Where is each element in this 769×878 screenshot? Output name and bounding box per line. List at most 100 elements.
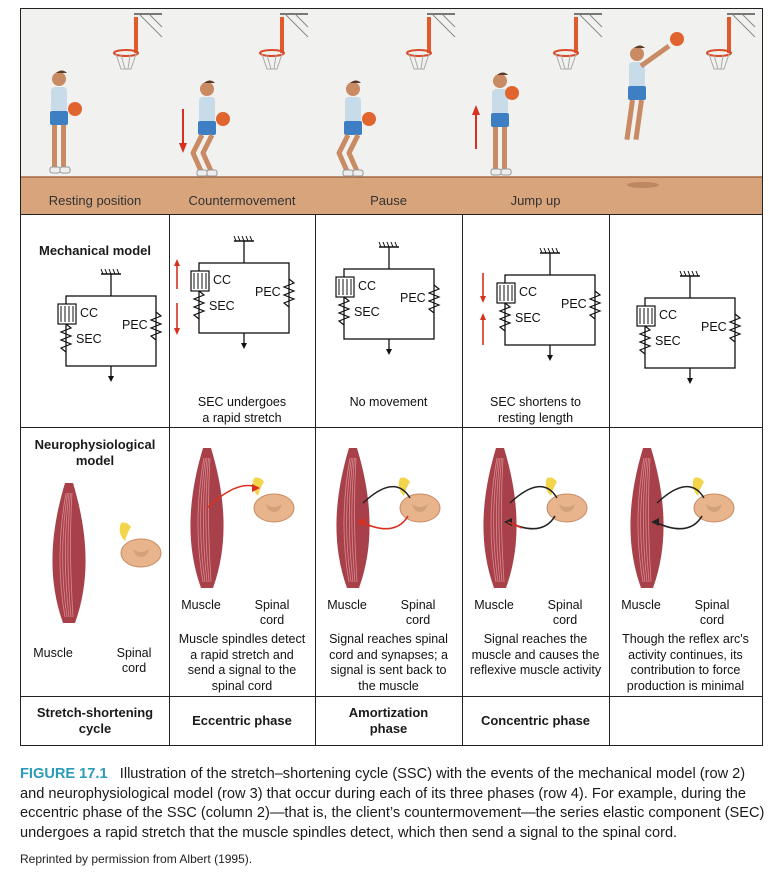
sec-label: SEC (209, 299, 235, 313)
muscle-illustration (483, 448, 517, 588)
neuro-model-svg (190, 448, 295, 588)
spinal-cord-label: Spinal cord (400, 598, 436, 627)
basketball-icon (505, 86, 519, 100)
mechanical-model-svg (480, 247, 602, 361)
pec-label: PEC (255, 285, 281, 299)
neuro-model-title: Neurophysiological model (34, 437, 156, 468)
scene-panel: Countermovement (169, 9, 315, 214)
neuro-model-svg (52, 483, 162, 623)
reflex-arc-arrow-icon (651, 485, 705, 530)
figure-caption: FIGURE 17.1 Illustration of the stretch–… (20, 765, 765, 843)
figure-number: FIGURE 17.1 (20, 766, 108, 782)
muscle-label: Muscle (181, 598, 221, 612)
spinal-cord-label: Spinal cord (254, 598, 290, 627)
spinal-cord-illustration (398, 477, 441, 523)
phase-label: Eccentric phase (192, 713, 292, 728)
pec-spring-icon (149, 311, 163, 341)
cc-label: CC (80, 306, 99, 320)
mechanical-model-svg (636, 270, 742, 384)
muscle-illustration (336, 448, 370, 588)
pec-label: PEC (122, 318, 148, 332)
basketball-player-figure (624, 43, 671, 141)
mechanical-model-svg (174, 235, 296, 349)
basketball-icon (670, 32, 684, 46)
pec-spring-icon (427, 284, 441, 314)
scene-panel (609, 9, 762, 214)
pec-label: PEC (561, 297, 587, 311)
phase-panel: Stretch-shortening cycle (21, 697, 169, 745)
mechanical-model-panel: CC SEC PEC SEC shortens to resting length (462, 215, 609, 427)
shorten-down-arrow-icon (480, 273, 486, 303)
mechanical-model-diagram (335, 241, 441, 355)
mechanical-model-svg (57, 268, 163, 382)
mechanical-description: SEC undergoes a rapid stretch (197, 395, 287, 425)
spinal-cord-label: Spinal cord (116, 646, 152, 675)
contractile-component-icon (496, 282, 516, 304)
muscle-label: Muscle (327, 598, 367, 612)
neuro-model-svg (483, 448, 588, 588)
cc-label: CC (213, 273, 232, 287)
stretch-up-arrow-icon (174, 259, 180, 289)
sec-spring-icon (59, 323, 73, 353)
phase-panel: Eccentric phase (169, 697, 315, 745)
cc-label: CC (519, 285, 538, 299)
spinal-cord-illustration (545, 477, 588, 523)
mechanical-description: No movement (349, 395, 428, 409)
basketball-hoop-icon (406, 13, 456, 70)
basketball-icon (68, 102, 82, 116)
basketball-hoop-icon (553, 13, 603, 70)
sec-label: SEC (655, 334, 681, 348)
column-divider (609, 9, 610, 745)
pec-label: PEC (400, 291, 426, 305)
basketball-player-figure (49, 70, 71, 174)
mechanical-model-diagram (174, 235, 296, 349)
muscle-label: Muscle (621, 598, 661, 612)
mechanical-model-title: Mechanical model (39, 243, 151, 258)
phase-panel: Concentric phase (462, 697, 609, 745)
fixed-support-icon (378, 241, 399, 248)
basketball-hoop-icon (113, 13, 163, 70)
mechanical-model-diagram (57, 268, 163, 382)
reflex-arc-arrow-icon (504, 485, 558, 530)
mechanical-description: SEC shortens to resting length (489, 395, 581, 425)
row-divider (21, 427, 762, 428)
cc-label: CC (358, 279, 377, 293)
neuro-model-svg (336, 448, 441, 588)
jump-scene-illustration (609, 9, 762, 214)
shorten-up-arrow-icon (480, 313, 486, 345)
sec-label: SEC (515, 311, 541, 325)
muscle-illustration (52, 483, 86, 623)
phase-panel (609, 697, 762, 745)
basketball-player-figure (336, 80, 364, 177)
down-arrow-icon (179, 109, 187, 153)
basketball-hoop-icon (706, 13, 756, 70)
spinal-cord-illustration (252, 477, 295, 523)
phase-label: Amortization phase (348, 705, 429, 736)
neuro-description: Muscle spindles detect a rapid stretch a… (178, 632, 306, 693)
phase-panel: Amortization phase (315, 697, 462, 745)
fixed-support-icon (539, 247, 560, 254)
pec-spring-icon (728, 313, 742, 343)
row-divider (21, 696, 762, 697)
scene-label: Countermovement (188, 193, 296, 208)
jump-scene-illustration (169, 9, 315, 214)
contractile-component-icon (190, 270, 210, 292)
fixed-support-icon (679, 270, 700, 277)
neuro-description: Signal reaches the muscle and causes the… (469, 632, 602, 677)
spinal-cord-label: Spinal cord (547, 598, 583, 627)
spinal-cord-label: Spinal cord (694, 598, 730, 627)
pec-label: PEC (701, 320, 727, 334)
basketball-icon (216, 112, 230, 126)
contractile-component-icon (636, 305, 656, 327)
fixed-support-icon (100, 268, 121, 275)
pec-spring-icon (588, 290, 602, 320)
credit-line: Reprinted by permission from Albert (199… (20, 852, 253, 866)
sec-spring-icon (498, 302, 512, 332)
jump-scene-illustration (462, 9, 609, 214)
sec-label: SEC (354, 305, 380, 319)
scene-panel: Jump up (462, 9, 609, 214)
